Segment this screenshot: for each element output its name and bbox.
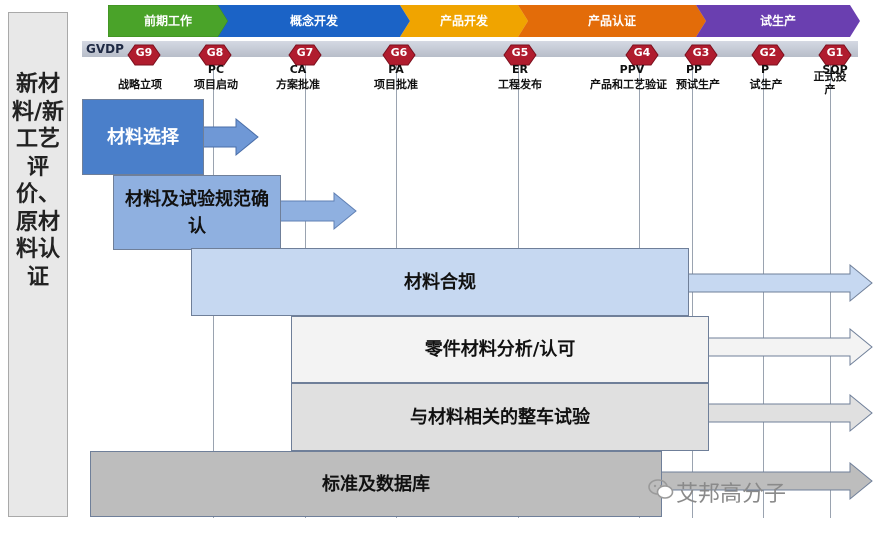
gate-code: PC [207,63,225,76]
task-part-analysis: 零件材料分析/认可 [291,316,709,383]
gate-label: G3 [692,46,710,59]
gate-name: 正式投产 [813,70,847,96]
gate-code: ER [512,63,528,76]
gate-name: 工程发布 [498,78,542,91]
task-material-selection: 材料选择 [82,99,204,175]
arrow-part-analysis [706,328,873,367]
gate-code: PA [388,63,404,76]
phase-label: 试生产 [759,14,796,28]
gate-g1: G1 [818,44,852,66]
gate-label: G1 [826,46,844,59]
phase-certification: 产品认证 [518,5,706,37]
watermark-text: 艾邦高分子 [676,482,787,507]
gate-g4: G4 [625,44,659,66]
phase-early: 前期工作 [108,5,228,37]
gate-name: 预试生产 [676,78,720,91]
gate-label: G8 [206,46,224,59]
task-vehicle-test: 与材料相关的整车试验 [291,383,709,451]
arrow-material-selection [200,118,259,157]
gate-g2: G2 [751,44,785,66]
phase-concept: 概念开发 [218,5,410,37]
gate-g3: G3 [684,44,718,66]
gate-name: 项目启动 [194,78,238,91]
gvdp-bar [82,41,858,57]
gate-code: CA [289,63,307,76]
arrow-spec-confirm [278,192,357,231]
task-spec-confirm: 材料及试验规范确认 [113,175,281,250]
gate-name: 战略立项 [118,78,162,91]
phase-label: 产品开发 [439,14,488,28]
gate-name: 方案批准 [276,78,320,91]
gate-label: G4 [633,46,651,59]
phase-label: 产品认证 [587,14,636,28]
gate-g8: G8 [198,44,232,66]
arrow-compliance [686,264,873,303]
phase-label: 前期工作 [143,14,192,28]
phase-trial: 试生产 [696,5,860,37]
arrow-standards [658,462,873,501]
phase-label: 概念开发 [289,14,338,28]
wechat-icon [648,479,674,499]
gate-label: G9 [135,46,153,59]
gate-code: PP [685,63,703,76]
gate-g7: G7 [288,44,322,66]
gate-name: 产品和工艺验证 [590,78,667,91]
gate-name: 试生产 [749,78,783,91]
arrow-vehicle-test [706,394,873,433]
gate-label: G7 [296,46,314,59]
gate-code: PPV [619,63,645,76]
gvdp-label: GVDP [86,42,124,56]
task-compliance: 材料合规 [191,248,689,316]
gate-label: G5 [511,46,529,59]
gate-g6: G6 [382,44,416,66]
task-standards: 标准及数据库 [90,451,662,517]
gate-label: G6 [390,46,408,59]
side-panel: 新材料/新工艺评价、原材料认证 [8,12,68,517]
gate-code: P [760,63,770,76]
gate-code: SOP [822,63,848,76]
gate-label: G2 [759,46,777,59]
gate-name: 项目批准 [374,78,418,91]
gate-g9: G9 [127,44,161,66]
side-label: 新材料/新工艺评价、原材料认证 [11,72,65,290]
phase-product: 产品开发 [400,5,528,37]
gate-g5: G5 [503,44,537,66]
